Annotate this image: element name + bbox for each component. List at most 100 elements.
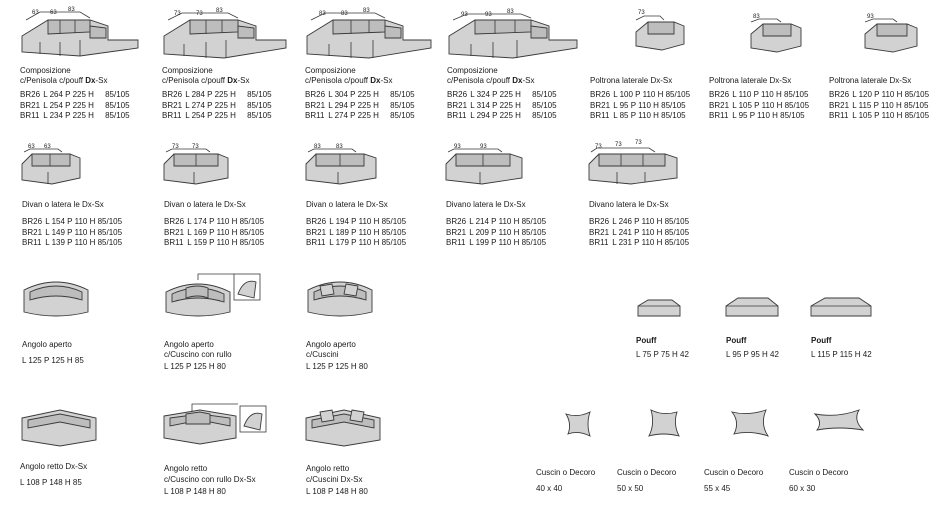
cushion-image	[564, 411, 591, 437]
pouff-image	[810, 297, 872, 317]
svg-text:93: 93	[454, 144, 461, 150]
sofa-5-title: Divano latera le Dx-Sx	[589, 200, 669, 209]
svg-text:73: 73	[174, 11, 181, 17]
sofa-3-specs: BR26 L 194 P 110 H 85/105 BR21 L 189 P 1…	[306, 217, 407, 247]
svg-text:83: 83	[68, 7, 75, 13]
composition-2-caption: Composizione c/Penisola c/pouff Dx-Sx	[162, 66, 250, 85]
cushion-3-title: Cuscin o Decoro	[704, 468, 764, 477]
sectional-sofa-image: 63 63 83	[21, 7, 139, 57]
right-corner-2-title: Angolo retto	[164, 464, 208, 473]
open-corner-roll-image	[165, 273, 261, 317]
sofa-image: 63 63	[21, 144, 81, 185]
cushion-2-dims: 50 x 50	[617, 484, 644, 493]
sofa-4-specs: BR26 L 214 P 110 H 85/105 BR21 L 209 P 1…	[446, 217, 547, 247]
sofa-image: 83 83	[305, 144, 377, 185]
cushion-3-dims: 55 x 45	[704, 484, 731, 493]
cushion-image	[813, 409, 865, 431]
pouff-1-title: Pouff	[636, 336, 657, 345]
svg-text:83: 83	[507, 9, 514, 15]
svg-text:73: 73	[638, 10, 645, 16]
svg-text:73: 73	[196, 11, 203, 17]
svg-text:83: 83	[216, 8, 223, 14]
open-corner-3-subtitle: c/Cuscini	[306, 350, 339, 359]
armchair-3-specs: BR26 L 120 P 110 H 85/105 BR21 L 115 P 1…	[829, 90, 930, 120]
svg-text:73: 73	[595, 144, 602, 150]
right-corner-roll-image	[163, 403, 267, 445]
svg-text:73: 73	[192, 144, 199, 150]
svg-text:83: 83	[341, 11, 348, 17]
right-corner-3-title: Angolo retto	[306, 464, 350, 473]
cushion-1-title: Cuscin o Decoro	[536, 468, 596, 477]
armchair-1-title: Poltrona laterale Dx-Sx	[590, 76, 673, 85]
svg-text:83: 83	[753, 14, 760, 20]
svg-text:83: 83	[314, 144, 321, 150]
armchair-1-specs: BR26 L 100 P 110 H 85/105 BR21 L 95 P 11…	[590, 90, 691, 120]
right-corner-2-dims: L 108 P 148 H 80	[164, 487, 226, 496]
composition-4-specs: BR26 L 324 P 225 H 85/105 BR21 L 314 P 2…	[447, 90, 557, 120]
armchair-image: 73	[635, 10, 685, 51]
cushion-2-title: Cuscin o Decoro	[617, 468, 677, 477]
sofa-image: 73 73 73	[588, 140, 678, 185]
armchair-image: 83	[750, 14, 802, 53]
cushion-4-title: Cuscin o Decoro	[789, 468, 849, 477]
pouff-image	[637, 299, 681, 317]
open-corner-3-dims: L 125 P 125 H 80	[306, 362, 368, 371]
cushion-image	[648, 409, 680, 437]
svg-text:63: 63	[28, 144, 35, 150]
composition-2-specs: BR26 L 284 P 225 H 85/105 BR21 L 274 P 2…	[162, 90, 272, 120]
svg-text:73: 73	[172, 144, 179, 150]
right-corner-2-subtitle: c/Cuscino con rullo Dx-Sx	[164, 475, 256, 484]
sectional-sofa-image: 83 83 83	[306, 8, 432, 59]
pouff-3-title: Pouff	[811, 336, 832, 345]
svg-text:63: 63	[32, 10, 39, 16]
pouff-2-dims: L 95 P 95 H 42	[726, 350, 779, 359]
open-corner-1-dims: L 125 P 125 H 85	[22, 356, 84, 365]
open-corner-cushions-image	[307, 281, 373, 317]
svg-text:93: 93	[867, 14, 874, 20]
svg-text:93: 93	[485, 12, 492, 18]
svg-text:73: 73	[615, 142, 622, 148]
pouff-1-dims: L 75 P 75 H 42	[636, 350, 689, 359]
cushion-1-dims: 40 x 40	[536, 484, 563, 493]
sofa-3-title: Divan o latera le Dx-Sx	[306, 200, 388, 209]
sectional-sofa-image: 93 93 83	[448, 9, 578, 59]
composition-4-caption: Composizione c/Penisola c/pouff Dx-Sx	[447, 66, 535, 85]
cushion-image	[730, 409, 770, 437]
armchair-3-title: Poltrona laterale Dx-Sx	[829, 76, 912, 85]
right-corner-3-dims: L 108 P 148 H 80	[306, 487, 368, 496]
open-corner-1-title: Angolo aperto	[22, 340, 72, 349]
pouff-image	[725, 297, 779, 317]
sofa-image: 73 73	[163, 144, 229, 185]
svg-text:93: 93	[480, 144, 487, 150]
svg-text:73: 73	[635, 140, 642, 146]
right-corner-1-title: Angolo retto Dx-Sx	[20, 462, 88, 471]
composition-3-specs: BR26 L 304 P 225 H 85/105 BR21 L 294 P 2…	[305, 90, 415, 120]
composition-1-caption: Composizione c/Penisola c/pouff Dx-Sx	[20, 66, 108, 85]
open-corner-2-dims: L 125 P 125 H 80	[164, 362, 226, 371]
right-corner-1-dims: L 108 P 148 H 85	[20, 478, 82, 487]
svg-text:63: 63	[50, 10, 57, 16]
sectional-sofa-image: 73 73 83	[163, 8, 287, 59]
armchair-2-title: Poltrona laterale Dx-Sx	[709, 76, 792, 85]
svg-text:83: 83	[336, 144, 343, 150]
right-corner-cushions-image	[305, 409, 381, 447]
sofa-4-title: Divano latera le Dx-Sx	[446, 200, 526, 209]
open-corner-3-title: Angolo aperto	[306, 340, 356, 349]
sofa-1-specs: BR26 L 154 P 110 H 85/105 BR21 L 149 P 1…	[22, 217, 123, 247]
armchair-image: 93	[864, 14, 918, 53]
armchair-2-specs: BR26 L 110 P 110 H 85/105 BR21 L 105 P 1…	[709, 90, 810, 120]
cushion-4-dims: 60 x 30	[789, 484, 816, 493]
open-corner-2-title: Angolo aperto	[164, 340, 214, 349]
pouff-2-title: Pouff	[726, 336, 747, 345]
open-corner-image	[23, 281, 89, 317]
sofa-2-title: Divan o latera le Dx-Sx	[164, 200, 246, 209]
sofa-1-title: Divan o latera le Dx-Sx	[22, 200, 104, 209]
right-corner-3-subtitle: c/Cuscini Dx-Sx	[306, 475, 363, 484]
svg-text:63: 63	[44, 144, 51, 150]
composition-1-specs: BR26 L 264 P 225 H 85/105 BR21 L 254 P 2…	[20, 90, 130, 120]
right-corner-image	[21, 409, 97, 447]
sofa-2-specs: BR26 L 174 P 110 H 85/105 BR21 L 169 P 1…	[164, 217, 265, 247]
svg-text:83: 83	[363, 8, 370, 14]
sofa-5-specs: BR26 L 246 P 110 H 85/105 BR21 L 241 P 1…	[589, 217, 690, 247]
sofa-image: 93 93	[445, 144, 523, 185]
